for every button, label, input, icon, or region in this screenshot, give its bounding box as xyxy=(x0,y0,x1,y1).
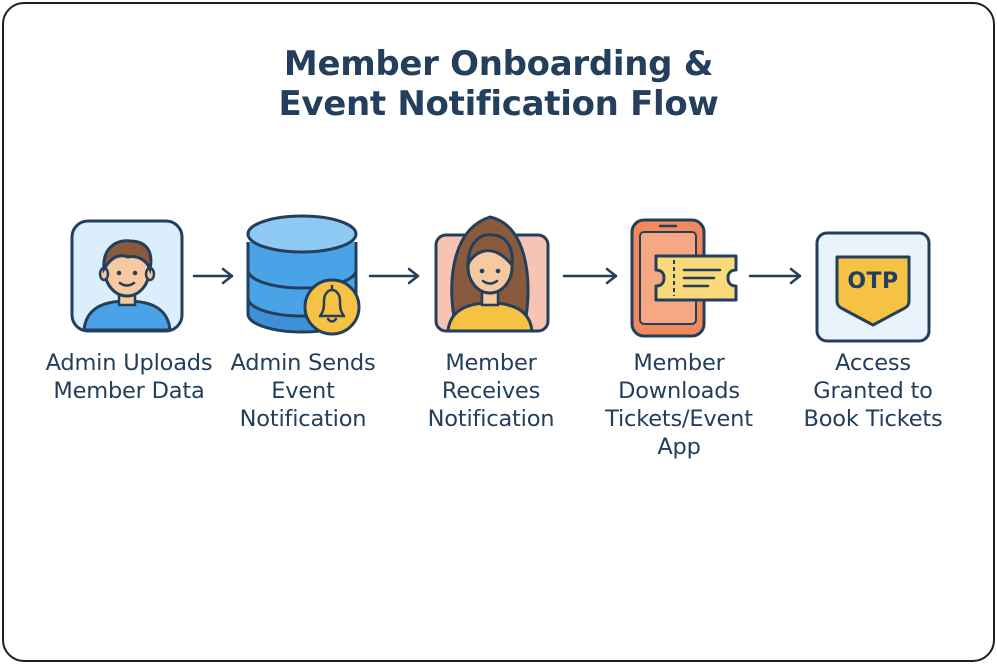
otp-badge-text: OTP xyxy=(847,269,899,294)
otp-shield-icon: OTP xyxy=(815,231,931,343)
flow-arrow-3 xyxy=(562,267,618,285)
flow-arrow-2 xyxy=(368,267,420,285)
step-label-admin-sends: Admin Sends Event Notification xyxy=(230,350,376,432)
member-avatar-icon xyxy=(434,215,550,333)
diagram-title: Member Onboarding & Event Notification F… xyxy=(0,44,997,124)
title-line-2: Event Notification Flow xyxy=(278,84,719,124)
step-label-admin-uploads: Admin Uploads Member Data xyxy=(45,350,213,404)
flow-arrow-4 xyxy=(748,267,802,285)
admin-avatar-icon xyxy=(70,219,184,333)
title-line-1: Member Onboarding & xyxy=(283,44,714,84)
flow-arrow-1 xyxy=(192,267,234,285)
database-bell-icon xyxy=(246,214,361,336)
step-label-member-downloads: Member Downloads Tickets/Event App xyxy=(605,350,753,460)
phone-ticket-icon xyxy=(630,218,738,338)
step-label-member-receives: Member Receives Notification xyxy=(427,350,555,432)
step-label-access-granted: Access Granted to Book Tickets xyxy=(803,350,943,432)
